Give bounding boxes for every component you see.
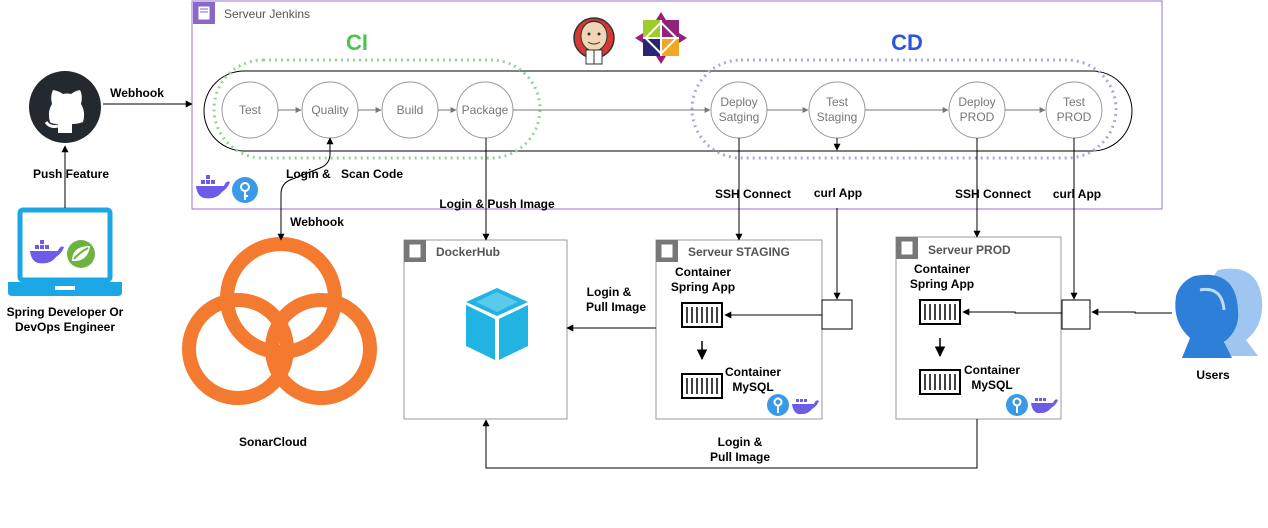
container-icon [681, 373, 723, 399]
stage-deploy-staging: Deploy Satging [710, 81, 768, 139]
centos-logo-icon [635, 12, 687, 64]
svg-text:Test: Test [239, 103, 262, 117]
docker-icon [196, 175, 230, 199]
stage-deploy-prod: Deploy PROD [948, 81, 1006, 139]
cd-heading: CD [891, 30, 923, 55]
prod-pull-image-arrow [482, 419, 978, 469]
container-icon [681, 302, 723, 328]
docker-icon [1031, 398, 1058, 414]
sonarcloud-icon [182, 237, 377, 405]
staging-app-label: Container [675, 265, 731, 279]
docker-icon [792, 399, 819, 415]
pipeline-track [203, 70, 1133, 152]
login-push-image-label: Login & Push Image [439, 197, 555, 211]
developer-label: Spring Developer Or [7, 305, 124, 319]
prod-port-box [1061, 299, 1091, 330]
stage-quality: Quality [301, 81, 359, 139]
key-cloud-icon [1006, 394, 1028, 416]
users-label: Users [1196, 368, 1230, 382]
svg-text:PROD: PROD [1057, 110, 1092, 124]
scan-code-label: Scan Code [341, 167, 403, 181]
webhook-sonar-label: Webhook [290, 215, 344, 229]
ssh-connect-staging-label: SSH Connect [715, 187, 791, 201]
prod-app-label: Container [914, 262, 970, 276]
login-scan-label: Login & [286, 167, 331, 181]
server-icon [193, 2, 215, 24]
pull-image-label: Pull Image [710, 450, 770, 464]
svg-text:Quality: Quality [311, 103, 348, 117]
scan-code-arrow [277, 137, 334, 241]
svg-text:Test: Test [1063, 95, 1086, 109]
curl-app-prod-label: curl App [1053, 187, 1101, 201]
key-cloud-icon [232, 177, 258, 203]
dockerhub-title: DockerHub [436, 245, 500, 259]
svg-text:Test: Test [826, 95, 849, 109]
login-pull-label: Login & [587, 285, 632, 299]
ci-group [212, 58, 542, 160]
ssh-connect-prod-label: SSH Connect [955, 187, 1031, 201]
svg-text:Build: Build [397, 103, 424, 117]
svg-text:Staging: Staging [817, 110, 858, 124]
key-cloud-icon [767, 394, 789, 416]
prod-port-arrow [962, 308, 1062, 316]
users-icon [1175, 268, 1263, 358]
svg-text:Package: Package [462, 103, 509, 117]
cd-group [690, 58, 1118, 160]
stage-test-prod: Test PROD [1045, 81, 1103, 139]
stage-package: Package [456, 81, 514, 139]
pull-image-label: Pull Image [586, 300, 646, 314]
github-icon [29, 71, 101, 143]
webhook-label: Webhook [110, 86, 164, 100]
staging-db-label: Container [725, 365, 781, 379]
staging-port-box [821, 299, 853, 330]
staging-title: Serveur STAGING [688, 245, 790, 259]
docker-icon [30, 240, 64, 264]
prod-db-label: Container [964, 363, 1020, 377]
developer-label: DevOps Engineer [15, 320, 115, 334]
staging-server-box: Serveur STAGING [655, 239, 823, 420]
stage-test-staging: Test Staging [808, 81, 866, 139]
prod-title: Serveur PROD [928, 243, 1011, 257]
prod-db-label: MySQL [971, 378, 1012, 392]
docker-box-icon [466, 288, 528, 360]
curl-app-staging-label: curl App [814, 186, 862, 200]
login-pull-label: Login & [718, 435, 763, 449]
svg-text:Deploy: Deploy [720, 95, 757, 109]
stage-test: Test [221, 81, 279, 139]
stage-build: Build [381, 81, 439, 139]
container-icon [919, 369, 961, 395]
svg-text:PROD: PROD [960, 110, 995, 124]
staging-app-label: Spring App [671, 280, 735, 294]
sonarcloud-label: SonarCloud [239, 435, 307, 449]
svg-text:Satging: Satging [719, 110, 760, 124]
ci-heading: CI [346, 30, 368, 55]
laptop-icon [8, 207, 122, 296]
jenkins-logo-icon [573, 17, 615, 65]
staging-db-label: MySQL [732, 380, 773, 394]
jenkins-title: Serveur Jenkins [224, 7, 310, 21]
container-icon [919, 299, 961, 325]
spring-icon [67, 240, 95, 268]
svg-text:Deploy: Deploy [958, 95, 995, 109]
prod-app-label: Spring App [910, 277, 974, 291]
push-feature-label: Push Feature [33, 167, 109, 181]
users-arrow [1091, 308, 1172, 316]
